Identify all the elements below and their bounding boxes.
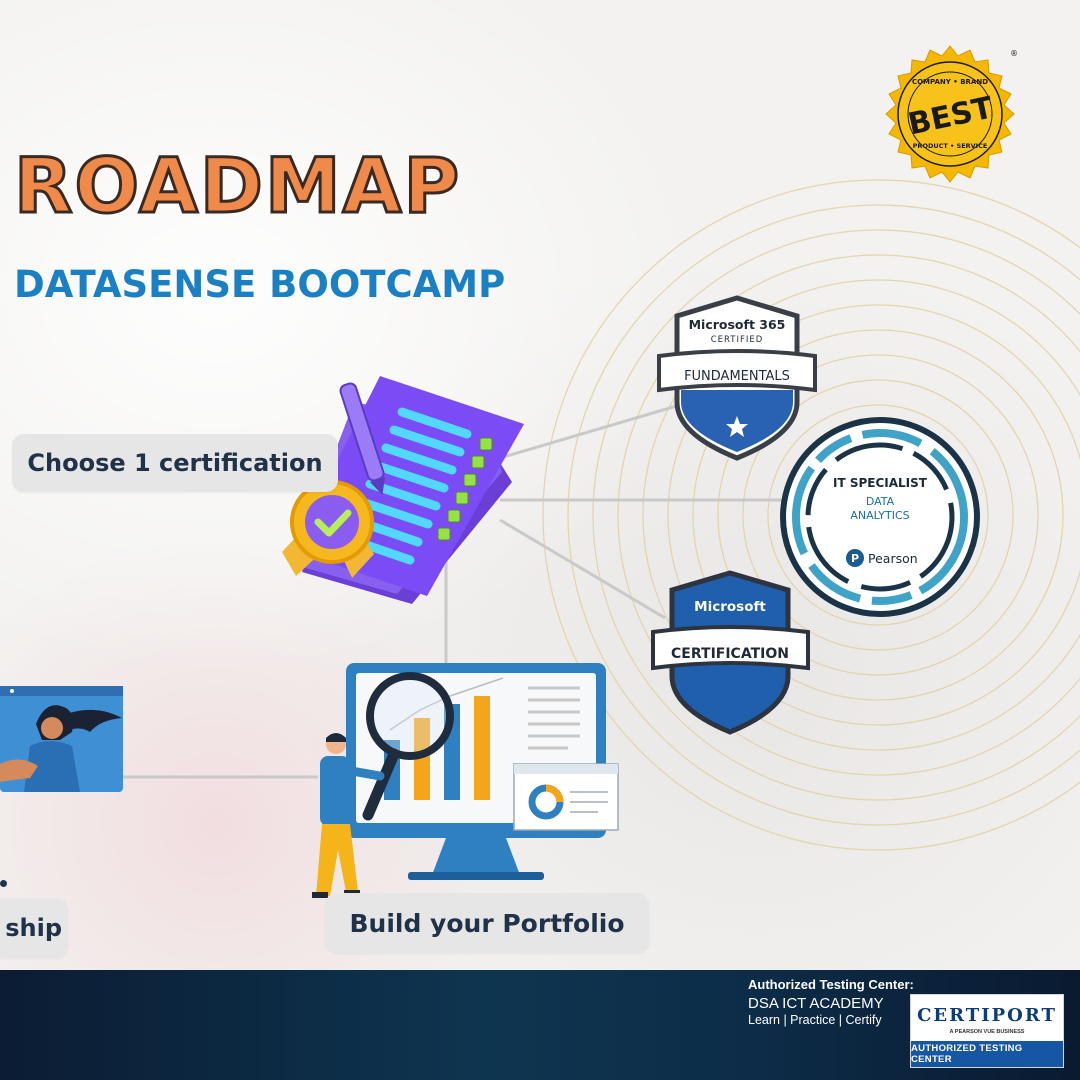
ms365-title: Microsoft 365 [689,317,786,332]
it-specialist-badge: IT SPECIALIST DATA ANALYTICS P Pearson [780,417,980,617]
certiport-name: CERTIPORT [917,1005,1057,1026]
footer-bar [0,970,1080,1080]
microsoft-certification-badge: Microsoft CERTIFICATION [651,570,810,735]
concentric-rings [122,179,1080,851]
ms365-fundamentals-badge: Microsoft 365 CERTIFIED FUNDAMENTALS [657,295,817,461]
it-specialist-title: IT SPECIALIST [833,476,928,490]
timeline-dot [0,880,7,887]
pearson-logo-icon [846,549,864,567]
ms365-fundamentals: FUNDAMENTALS [684,369,790,384]
microsoft-title: Microsoft [694,599,766,615]
seal-bottom-text: PRODUCT • SERVICE [913,142,988,150]
footer-tagline: Learn | Practice | Certify [748,1013,882,1027]
footer-testing-center-label: Authorized Testing Center: [748,977,914,992]
ms365-certified: CERTIFIED [711,335,764,345]
step-internship: ship [0,898,68,958]
seal-top-text: COMPANY • BRAND [912,78,988,86]
seal-registered-mark: ® [1010,49,1018,58]
certiport-subtitle: A PEARSON VUE BUSINESS [949,1029,1025,1035]
page-title: ROADMAP [12,141,462,230]
portfolio-illustration [312,663,619,898]
footer-org-name: DSA ICT ACADEMY [748,995,884,1012]
it-specialist-analytics: ANALYTICS [850,509,909,522]
certiport-logo: CERTIPORT A PEARSON VUE BUSINESS AUTHORI… [910,994,1064,1068]
page-subtitle: DATASENSE BOOTCAMP [14,263,506,306]
step-build-portfolio: Build your Portfolio [325,893,649,953]
pearson-brand: Pearson [868,551,918,566]
best-award-seal: COMPANY • BRAND BEST PRODUCT • SERVICE ® [885,45,1018,183]
it-specialist-data: DATA [866,495,895,508]
microsoft-certification-banner: CERTIFICATION [671,646,789,662]
step-choose-certification: Choose 1 certification [12,434,338,492]
pearson-logo-mark: P [851,552,859,565]
star-icon [726,416,748,437]
certiport-authorized-bar: AUTHORIZED TESTING CENTER [911,1041,1063,1067]
internship-illustration [0,686,123,792]
certificate-documents-illustration [282,376,524,604]
page-background: ROADMAP DATASENSE BOOTCAMP COMPANY • BRA… [0,0,1080,970]
